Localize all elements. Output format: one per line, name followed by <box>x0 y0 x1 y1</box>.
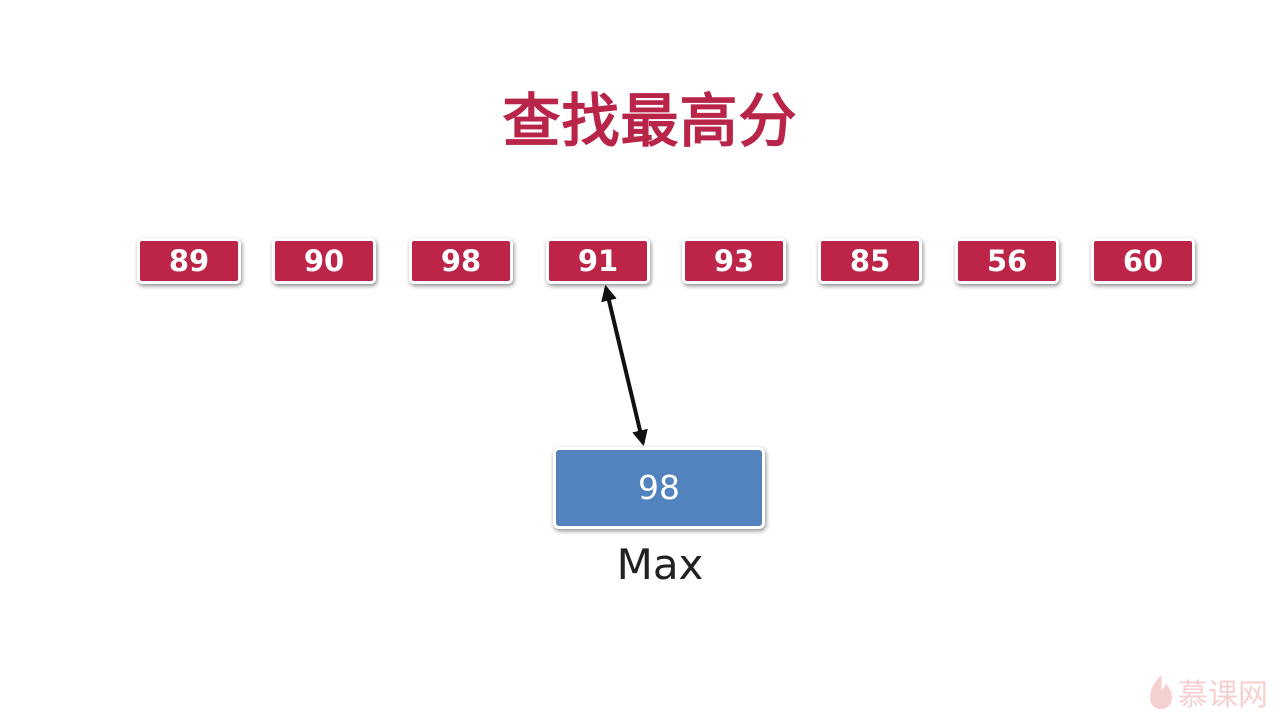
score-box-1: 89 <box>137 238 241 284</box>
score-box-3: 98 <box>409 238 513 284</box>
score-box-7: 56 <box>955 238 1059 284</box>
score-box-8: 60 <box>1091 238 1195 284</box>
slide-title: 查找最高分 <box>502 87 798 155</box>
score-box-2: 90 <box>272 238 376 284</box>
max-value-box: 98 <box>553 447 765 529</box>
watermark-logo: 慕课网 <box>1148 670 1268 714</box>
max-label: Max <box>616 540 704 589</box>
score-box-5: 93 <box>682 238 786 284</box>
flame-icon <box>1150 675 1172 709</box>
score-box-6: 85 <box>818 238 922 284</box>
double-arrow-line <box>601 284 648 447</box>
score-box-4: 91 <box>546 238 650 284</box>
logo-text: 慕课网 <box>1178 678 1268 713</box>
